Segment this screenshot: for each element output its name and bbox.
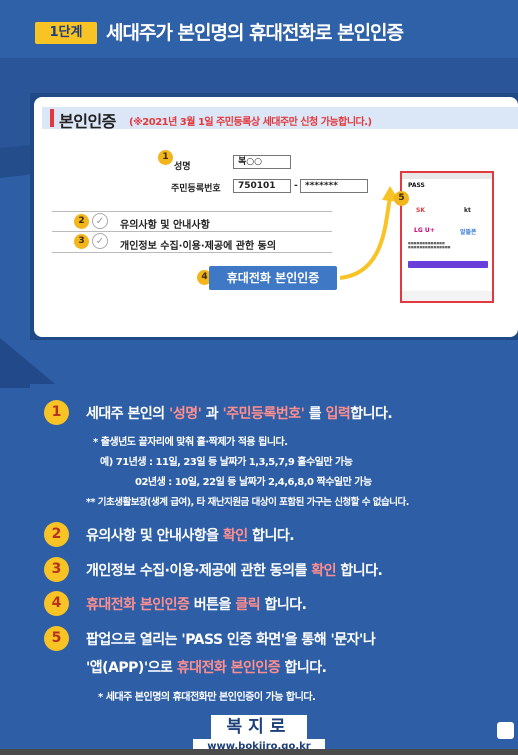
header: 1단계 세대주가 본인명의 휴대전화로 본인인증 [0,0,518,58]
text: 확인 [222,528,248,544]
text: 클릭 [235,597,261,613]
panel-title-bar [50,109,54,127]
popup-titlebar [402,173,492,179]
check-icon[interactable]: ✓ [92,233,108,249]
text: 를 [304,406,326,422]
note-4: ** 기초생활보장(생계 급여), 타 재난지원금 대상이 포함된 가구는 신청… [86,497,409,508]
divider [52,252,332,253]
step-1-text: 세대주 본인의 '성명' 과 '주민등록번호' 를 입력합니다. [86,403,393,423]
note-3: 02년생 : 10일, 22일 등 날짜가 2,4,6,8,0 짝수일만 가능 [135,477,372,488]
marker-5: 5 [394,191,409,206]
text: '앱(APP)'으로 [86,660,177,676]
step-badge: 1단계 [35,22,97,44]
carrier-kt[interactable]: kt [464,207,471,214]
marker-4: 4 [197,270,212,285]
step-3-text: 개인정보 수집·이용·제공에 관한 동의를 확인 합니다. [86,560,383,580]
text: 합니다. [260,597,307,613]
marker-3: 3 [74,234,89,249]
step-3-number: 3 [44,557,69,582]
text: 휴대전화 본인인증 [176,660,281,676]
note-2: 예) 71년생 : 11일, 23일 등 날짜가 1,3,5,7,9 홀수일만 … [100,457,353,468]
carrier-sk[interactable]: SK [416,207,425,214]
consent-checkbox-label: 개인정보 수집·이용·제공에 관한 동의 [120,241,277,252]
id-dash: - [294,181,298,191]
popup-start-button[interactable] [408,261,488,268]
text: 개인정보 수집·이용·제공에 관한 동의를 [86,563,312,579]
logo-text: 복지로 [211,715,307,739]
text: 합니다. [247,528,295,544]
text: '주민등록번호' [222,406,305,422]
step-5-line-2: '앱(APP)'으로 휴대전화 본인인증 합니다. [86,657,327,677]
step-5-number: 5 [44,626,69,651]
note-5: * 세대주 본인명의 휴대전화만 본인인증이 가능 합니다. [98,692,316,703]
carrier-mvno[interactable]: 알뜰폰 [460,229,477,236]
text: 합니다. [280,660,327,676]
pass-popup: PASS SK kt LG U+ 알뜰폰 ■■■■■■■■■■■■■■■■■■■… [400,171,494,303]
text: 확인 [311,563,336,579]
id-label: 주민등록번호 [171,184,221,194]
id-back-field[interactable]: ******* [300,179,368,193]
name-label: 성명 [174,162,191,172]
text: 세대주 본인의 [86,406,170,422]
text: 합니다. [350,406,393,422]
panel-subtitle: (※2021년 3월 1일 주민등록상 세대주만 신청 가능합니다.) [129,117,372,128]
step-2-text: 유의사항 및 안내사항을 확인 합니다. [86,525,295,545]
panel-title: 본인인증 [59,112,116,131]
divider [52,211,332,212]
page-title: 세대주가 본인명의 휴대전화로 본인인증 [106,22,404,44]
step-1-number: 1 [44,400,69,425]
name-field[interactable]: 복○○ [233,155,291,169]
note-1: * 출생년도 끝자리에 맞춰 홀·짝제가 적용 됩니다. [93,437,288,448]
step-4-number: 4 [44,591,69,616]
bottom-strip [0,749,518,755]
text: 입력 [325,406,351,422]
popup-body: ■■■■■■■■■■■■■■■■■■■■■■■■■■■■ [408,241,451,249]
phone-verify-button[interactable]: 휴대전화 본인인증 [209,266,337,290]
text: 과 [201,406,223,422]
text: 버튼을 [189,597,236,613]
popup-title: PASS [408,182,425,189]
text: 유의사항 및 안내사항을 [86,528,223,544]
marker-2: 2 [74,214,89,229]
notice-checkbox-label: 유의사항 및 안내사항 [120,220,210,231]
text: 휴대전화 본인인증 [86,597,190,613]
text: 합니다. [335,563,383,579]
divider [52,231,332,232]
marker-1: 1 [158,150,173,165]
id-front-field[interactable]: 750101 [233,179,291,193]
panel-header [42,107,518,129]
carrier-lgu[interactable]: LG U+ [414,227,435,234]
step-5-line-1: 팝업으로 열리는 'PASS 인증 화면'을 통해 '문자'나 [86,632,376,648]
check-icon[interactable]: ✓ [92,213,108,229]
instructions-box [30,384,506,712]
text: '성명' [169,406,202,422]
popup-footer [402,291,492,301]
corner-mark [497,722,514,739]
step-2-number: 2 [44,522,69,547]
step-4-text: 휴대전화 본인인증 버튼을 클릭 합니다. [86,594,307,614]
